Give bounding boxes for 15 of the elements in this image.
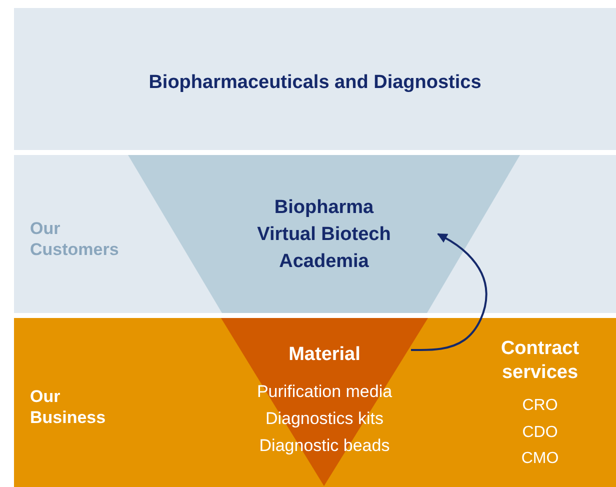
list-item: Biopharma [273,197,375,220]
list-item: Purification media [256,382,394,402]
service-text: CRO [521,396,559,416]
service-text: CDO [521,423,559,442]
section-heading: Material [288,344,362,367]
service-text: CMO [520,449,560,468]
curved-arrow [411,233,488,351]
list-item: Virtual Biotech [256,224,392,247]
list-item: Academia [278,251,370,274]
heading: Biopharmaceuticals and Diagnostics [148,72,482,95]
list-item: Diagnostics kits [264,409,385,430]
row-label: Our Customers [30,218,120,260]
list-item: Diagnostic beads [258,436,391,456]
row-label: Our Business [30,386,107,428]
section-heading: Contract services [500,337,580,384]
